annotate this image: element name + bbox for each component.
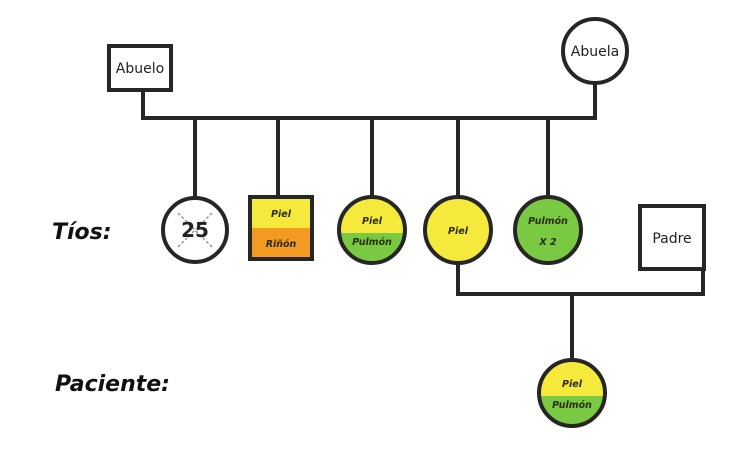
tio-1-node[interactable]: 25 — [161, 196, 229, 264]
padre-node[interactable]: Padre — [638, 204, 706, 271]
condition-label-piel: Piel — [448, 226, 469, 237]
deceased-cross-mark — [177, 212, 213, 248]
abuela-label: Abuela — [571, 44, 619, 60]
condition-fill-piel — [250, 197, 312, 228]
male-square-symbol — [107, 44, 173, 92]
female-circle-symbol — [513, 195, 583, 265]
abuelo-label: Abuelo — [116, 61, 164, 77]
condition-fill-piel — [339, 197, 405, 233]
condition-fill-piel — [539, 360, 605, 396]
condition-fill-rinon — [250, 228, 312, 259]
tio-2-node[interactable]: Piel Riñón — [248, 195, 314, 261]
condition-label-pulmon: Pulmón — [528, 216, 568, 227]
tio-4-node[interactable]: Piel — [423, 195, 493, 265]
male-square-symbol — [638, 204, 706, 271]
condition-count-note: X 2 — [538, 237, 557, 248]
condition-label-pulmon: Pulmón — [552, 400, 592, 411]
padre-label: Padre — [652, 231, 691, 247]
condition-label-piel: Piel — [362, 216, 383, 227]
age-at-death-label: 25 — [181, 218, 209, 242]
female-circle-symbol — [337, 195, 407, 265]
generation-label-paciente: Paciente: — [55, 372, 170, 397]
male-square-symbol — [248, 195, 314, 261]
tio-5-node[interactable]: Pulmón X 2 — [513, 195, 583, 265]
abuelo-node[interactable]: Abuelo — [107, 44, 173, 92]
tio-3-node[interactable]: Piel Pulmón — [337, 195, 407, 265]
female-circle-symbol — [537, 358, 607, 428]
connector-lines — [141, 81, 705, 362]
generation-label-tios: Tíos: — [52, 220, 112, 245]
paciente-node[interactable]: Piel Pulmón — [537, 358, 607, 428]
condition-label-rinon: Riñón — [266, 239, 297, 250]
condition-label-pulmon: Pulmón — [352, 237, 392, 248]
female-circle-symbol — [423, 195, 493, 265]
condition-label-piel: Piel — [271, 209, 292, 220]
abuela-node[interactable]: Abuela — [561, 17, 629, 85]
deceased-cross-mark — [177, 212, 213, 248]
female-circle-symbol — [561, 17, 629, 85]
condition-label-piel: Piel — [562, 379, 583, 390]
